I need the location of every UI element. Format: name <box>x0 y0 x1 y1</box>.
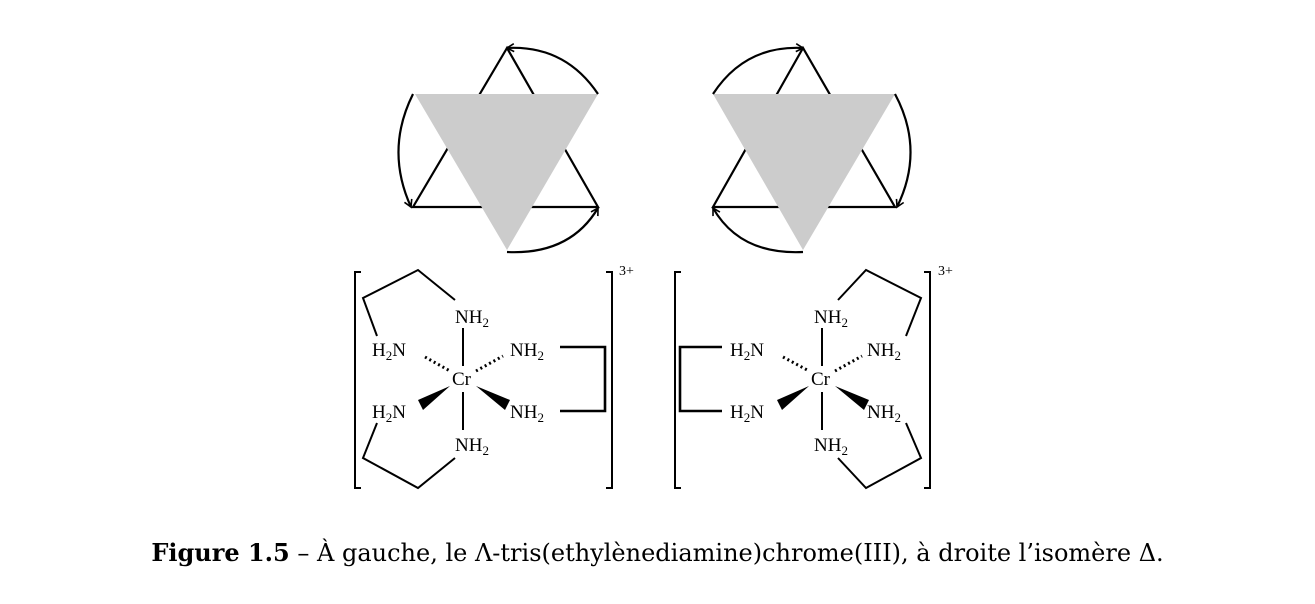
rotation-arrow <box>712 42 805 95</box>
svg-text:H2N: H2N <box>730 340 764 363</box>
bracket-left <box>674 271 681 489</box>
svg-text:NH2: NH2 <box>867 340 901 363</box>
figure-caption: Figure 1.5 – À gauche, le Λ-tris(ethylèn… <box>0 538 1315 567</box>
metal-label: Cr <box>452 369 472 390</box>
svg-text:H2N: H2N <box>730 402 764 425</box>
wedge-bond <box>835 386 869 410</box>
charge-label: 3+ <box>938 264 953 279</box>
svg-text:H2N: H2N <box>372 340 406 363</box>
svg-text:NH2: NH2 <box>510 402 544 425</box>
bracket-right <box>924 271 931 489</box>
svg-text:NH2: NH2 <box>455 307 489 330</box>
wedge-bond <box>476 386 510 410</box>
metal-label: Cr <box>811 369 831 390</box>
lambda-projection <box>397 42 600 254</box>
delta-projection <box>711 42 912 254</box>
rotation-arrow <box>712 206 804 254</box>
ethylene-bridge <box>560 345 607 413</box>
svg-text:NH2: NH2 <box>814 307 848 330</box>
bracket-left <box>354 271 361 489</box>
wedge-bond <box>777 386 809 410</box>
rotation-arrow <box>506 206 599 254</box>
lambda-structure: Cr 3+ NH2 H2N NH2 H2N NH2 NH2 <box>354 264 634 490</box>
figure-label: Figure 1.5 <box>151 538 290 567</box>
caption-separator: – <box>289 539 318 567</box>
svg-text:NH2: NH2 <box>455 435 489 458</box>
rotation-arrow <box>397 93 414 209</box>
ethylene-bridge <box>361 422 456 490</box>
front-triangle <box>415 94 598 250</box>
rotation-arrow <box>894 93 912 209</box>
ethylene-bridge <box>678 345 722 413</box>
svg-text:NH2: NH2 <box>814 435 848 458</box>
rotation-arrow <box>505 42 599 95</box>
charge-label: 3+ <box>619 264 634 279</box>
svg-text:NH2: NH2 <box>867 402 901 425</box>
wedge-bond <box>418 386 450 410</box>
svg-text:NH2: NH2 <box>510 340 544 363</box>
bracket-right <box>606 271 613 489</box>
caption-text: À gauche, le Λ-tris(ethylènediamine)chro… <box>317 539 1164 567</box>
ethylene-bridge <box>837 268 923 337</box>
svg-text:H2N: H2N <box>372 402 406 425</box>
ethylene-bridge <box>837 422 923 490</box>
front-triangle <box>713 94 895 250</box>
delta-structure: Cr 3+ NH2 H2N NH2 H2N NH2 NH2 <box>674 264 953 490</box>
ethylene-bridge <box>361 268 456 337</box>
